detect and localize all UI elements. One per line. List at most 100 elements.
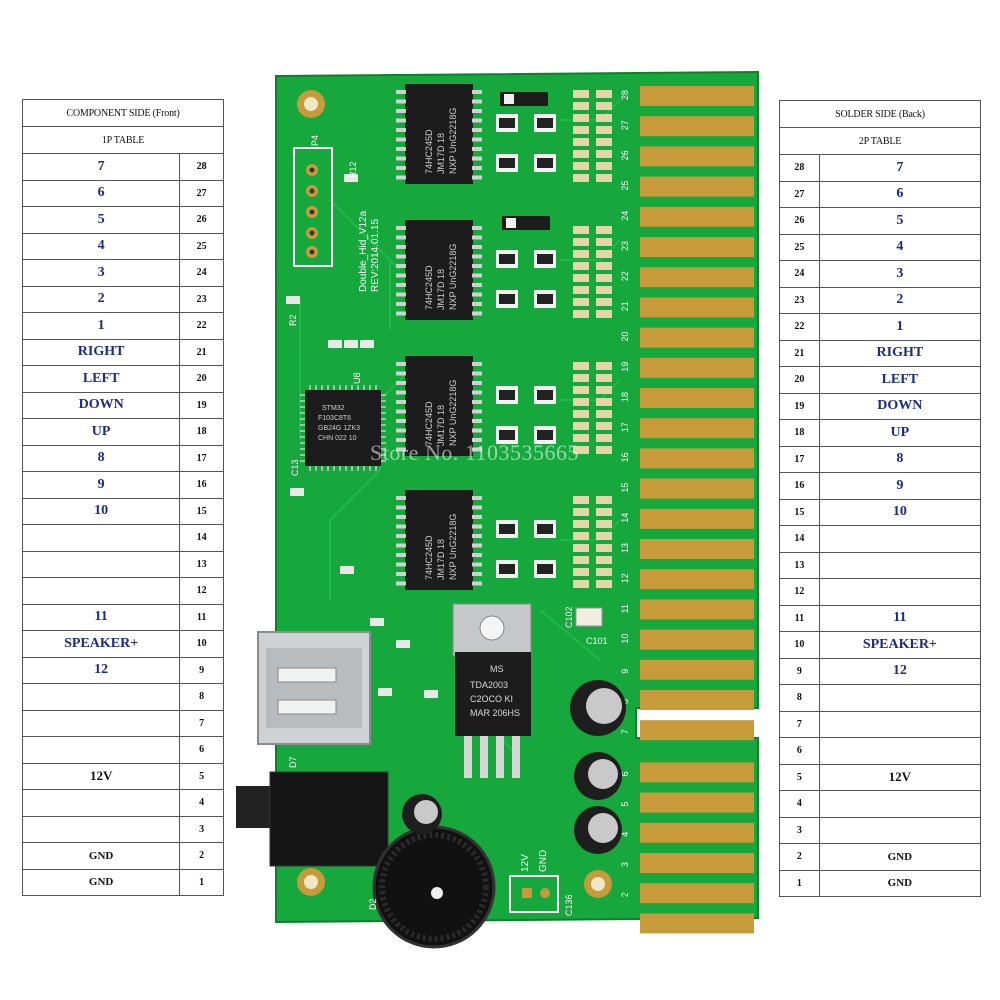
pin-function: 3: [818, 260, 982, 288]
store-watermark: Store No. 1103535665: [370, 440, 580, 465]
smd-capacitor: [596, 434, 612, 442]
pin-function: 4: [21, 232, 181, 260]
smd-capacitor: [596, 162, 612, 170]
mcu-text-2: F103C8T6: [318, 415, 351, 422]
pin-function: LEFT: [818, 366, 982, 394]
pin-number: 20: [179, 365, 224, 393]
silk-r163: C101: [586, 636, 608, 646]
smd-capacitor: [573, 508, 589, 516]
pin-number: 19: [179, 391, 224, 419]
pin-number: 18: [179, 418, 224, 446]
pin-function: UP: [21, 418, 181, 446]
smd-capacitor: [596, 496, 612, 504]
pin-function: [818, 551, 982, 579]
audio-jack: [236, 771, 389, 867]
edge-finger: [640, 237, 754, 257]
tda2003-amplifier: [452, 603, 532, 778]
edge-finger-number: 1: [620, 922, 630, 927]
silk-board-name: Double_Hid_V12a: [358, 210, 369, 292]
smd-capacitor: [596, 126, 612, 134]
pin-number: 2: [779, 843, 820, 871]
edge-finger-number: 18: [620, 392, 630, 402]
edge-finger-number: 9: [620, 669, 630, 674]
electrolytic-capacitors: [402, 680, 626, 854]
edge-finger-number: 22: [620, 271, 630, 281]
1p-table-subtitle: 1P TABLE: [22, 126, 224, 154]
smd-capacitor: [573, 580, 589, 588]
pin-number: 28: [779, 154, 820, 182]
smd-capacitor: [596, 310, 612, 318]
mounting-holes: [297, 90, 612, 898]
smd-capacitor: [573, 286, 589, 294]
pin-number: 6: [779, 737, 820, 765]
pin-function: [818, 710, 982, 738]
smd-capacitor: [573, 238, 589, 246]
edge-finger-number: 20: [620, 332, 630, 342]
pin-row: 4: [779, 790, 982, 818]
pin-number: 9: [179, 656, 224, 684]
pin-function: SPEAKER+: [818, 631, 982, 659]
chip-marking: 74HC245D: [424, 265, 434, 310]
edge-finger: [640, 448, 754, 469]
pin-function: 4: [818, 233, 982, 261]
silk-gnd: GND: [538, 850, 549, 872]
chip-marking: 74HC245D: [424, 535, 434, 580]
edge-finger: [640, 599, 754, 620]
amp-text-1: MS: [490, 664, 504, 674]
edge-finger: [640, 327, 754, 348]
resistor-network: [534, 426, 556, 444]
pin-number: 13: [779, 551, 820, 579]
pin-function: [818, 684, 982, 712]
diode: [500, 92, 548, 106]
smd-capacitor: [596, 102, 612, 110]
chip-marking: JM17D 18: [436, 405, 446, 446]
smd-part: [370, 618, 384, 626]
pin-number: 24: [779, 260, 820, 288]
edge-finger: [640, 206, 754, 227]
edge-finger-number: 23: [620, 241, 630, 251]
smd-capacitor: [596, 374, 612, 382]
resistor-network: [534, 520, 556, 538]
edge-finger-number: 19: [620, 362, 630, 372]
smd-capacitor: [573, 544, 589, 552]
smd-capacitor: [596, 250, 612, 258]
edge-finger: [640, 388, 754, 408]
pin-function: 8: [818, 445, 982, 473]
smd-capacitor: [596, 286, 612, 294]
usb-connector: [257, 631, 371, 745]
edge-finger: [640, 86, 754, 106]
edge-finger-number: 28: [620, 90, 630, 100]
pin-number: 10: [779, 631, 820, 659]
pin-function: [818, 525, 982, 553]
amp-text-3: C2OCO KI: [470, 694, 513, 704]
edge-finger-number: 2: [620, 892, 630, 897]
pin-number: 23: [179, 285, 224, 313]
smd-capacitor: [596, 138, 612, 146]
pin-number: 15: [779, 498, 820, 526]
smd-capacitor: [573, 386, 589, 394]
edge-finger-number: 27: [620, 120, 630, 130]
edge-finger-number: 11: [620, 604, 630, 613]
pin-function: LEFT: [21, 365, 181, 393]
chip-marking: JM17D 18: [436, 269, 446, 310]
silk-c117: C102: [564, 606, 574, 628]
edge-finger-number: 14: [620, 513, 630, 523]
pin-row: 14: [779, 525, 982, 553]
pin-function: 6: [21, 179, 181, 207]
pin-function: [818, 790, 982, 818]
pin-row: 7: [779, 710, 982, 738]
chip-marking: NXP UnG2218G: [448, 244, 458, 310]
pin-number: 16: [779, 472, 820, 500]
resistor-network: [534, 290, 556, 308]
